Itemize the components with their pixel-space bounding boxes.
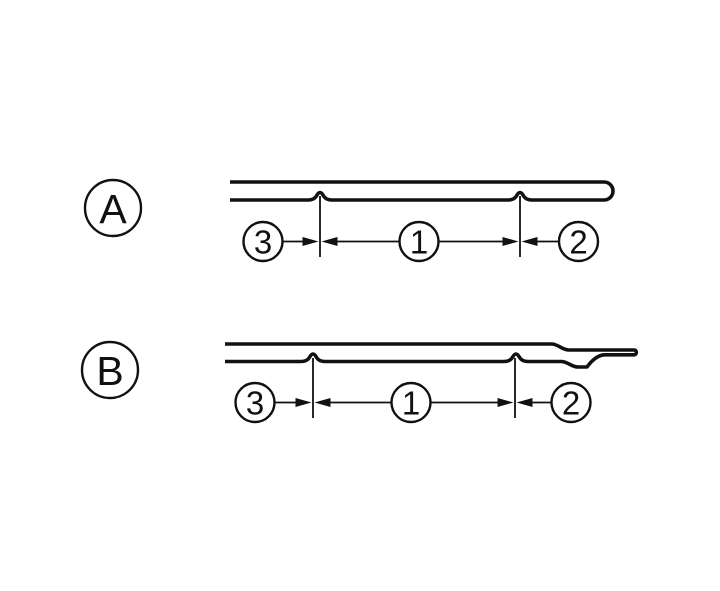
- dimension-arrow: [516, 398, 533, 407]
- callout-label: 2: [569, 224, 587, 261]
- callout-label: 3: [246, 385, 264, 422]
- section-badge-label: B: [96, 348, 123, 394]
- callout-badge-1-b: 1: [390, 381, 432, 424]
- dimension-arrow: [521, 237, 538, 246]
- section-a-group: A 3 1: [83, 178, 615, 263]
- section-b-badge: B: [80, 340, 140, 400]
- dimension-arrow: [302, 237, 319, 246]
- callout-circle: [557, 220, 600, 263]
- dimension-arrow: [295, 398, 312, 407]
- callout-circle: [550, 381, 592, 424]
- callout-badge-3-b: 3: [234, 381, 276, 424]
- section-badge-label: A: [99, 186, 127, 232]
- callout-label: 3: [254, 224, 272, 261]
- blade-profile-a-rounded-end: [230, 180, 615, 202]
- callout-label: 1: [402, 385, 420, 422]
- dimension-arrow: [314, 398, 331, 407]
- dimension-arrow: [502, 237, 519, 246]
- callout-circle: [390, 381, 432, 424]
- callout-circle: [234, 381, 276, 424]
- section-a-badge: A: [83, 178, 143, 238]
- callout-badge-3-a: 3: [242, 220, 284, 263]
- callout-badge-2-b: 2: [550, 381, 592, 424]
- callout-badge-1-a: 1: [398, 220, 440, 263]
- callout-label: 1: [410, 224, 428, 261]
- section-b-group: B 3 1: [80, 340, 639, 424]
- section-badge-circle: [83, 178, 143, 238]
- callout-circle: [398, 220, 440, 263]
- blade-profile-b-tapered-tip: [225, 342, 639, 369]
- callout-label: 2: [562, 385, 580, 422]
- section-badge-circle: [80, 340, 140, 400]
- callout-badge-2-a: 2: [557, 220, 600, 263]
- callout-circle: [242, 220, 284, 263]
- dimension-arrow: [321, 237, 338, 246]
- dimension-arrow: [497, 398, 514, 407]
